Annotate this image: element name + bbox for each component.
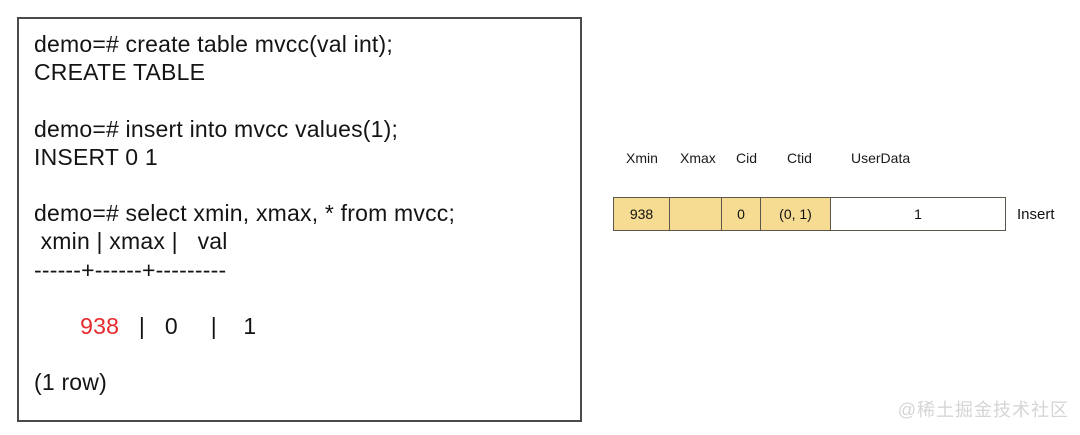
terminal-line-column-header: xmin | xmax | val: [34, 228, 228, 255]
header-userdata: UserData: [851, 150, 911, 166]
header-ctid: Ctid: [787, 150, 812, 166]
terminal-line-blank: [34, 86, 565, 114]
cell-xmax: [670, 198, 722, 230]
insert-action-label: Insert: [1017, 206, 1055, 223]
cell-ctid: (0, 1): [761, 198, 831, 230]
terminal-line-result-row: 938 | 0 | 1: [34, 284, 565, 369]
cell-userdata: 1: [831, 198, 1005, 230]
header-xmin: Xmin: [626, 150, 658, 166]
terminal-line-create-result: CREATE TABLE: [34, 59, 206, 86]
terminal-output-box: demo=# create table mvcc(val int); CREAT…: [17, 17, 582, 422]
terminal-line-select-cmd: demo=# select xmin, xmax, * from mvcc;: [34, 200, 456, 227]
tuple-row: 938 0 (0, 1) 1: [613, 197, 1006, 231]
watermark: @稀土掘金技术社区: [897, 400, 1069, 420]
terminal-line-insert-cmd: demo=# insert into mvcc values(1);: [34, 115, 399, 142]
terminal-line-blank: [34, 171, 565, 199]
result-suffix: | 0 | 1: [119, 313, 257, 339]
cell-xmin: 938: [614, 198, 670, 230]
xmin-value-highlight: 938: [80, 313, 120, 339]
header-cid: Cid: [736, 150, 758, 166]
terminal-line-create-cmd: demo=# create table mvcc(val int);: [34, 31, 393, 57]
terminal-line-row-count: (1 row): [34, 369, 107, 396]
header-xmax: Xmax: [680, 150, 716, 166]
cell-cid: 0: [722, 198, 761, 230]
terminal-line-separator: ------+------+---------: [34, 256, 227, 283]
terminal-line-insert-result: INSERT 0 1: [34, 143, 158, 170]
